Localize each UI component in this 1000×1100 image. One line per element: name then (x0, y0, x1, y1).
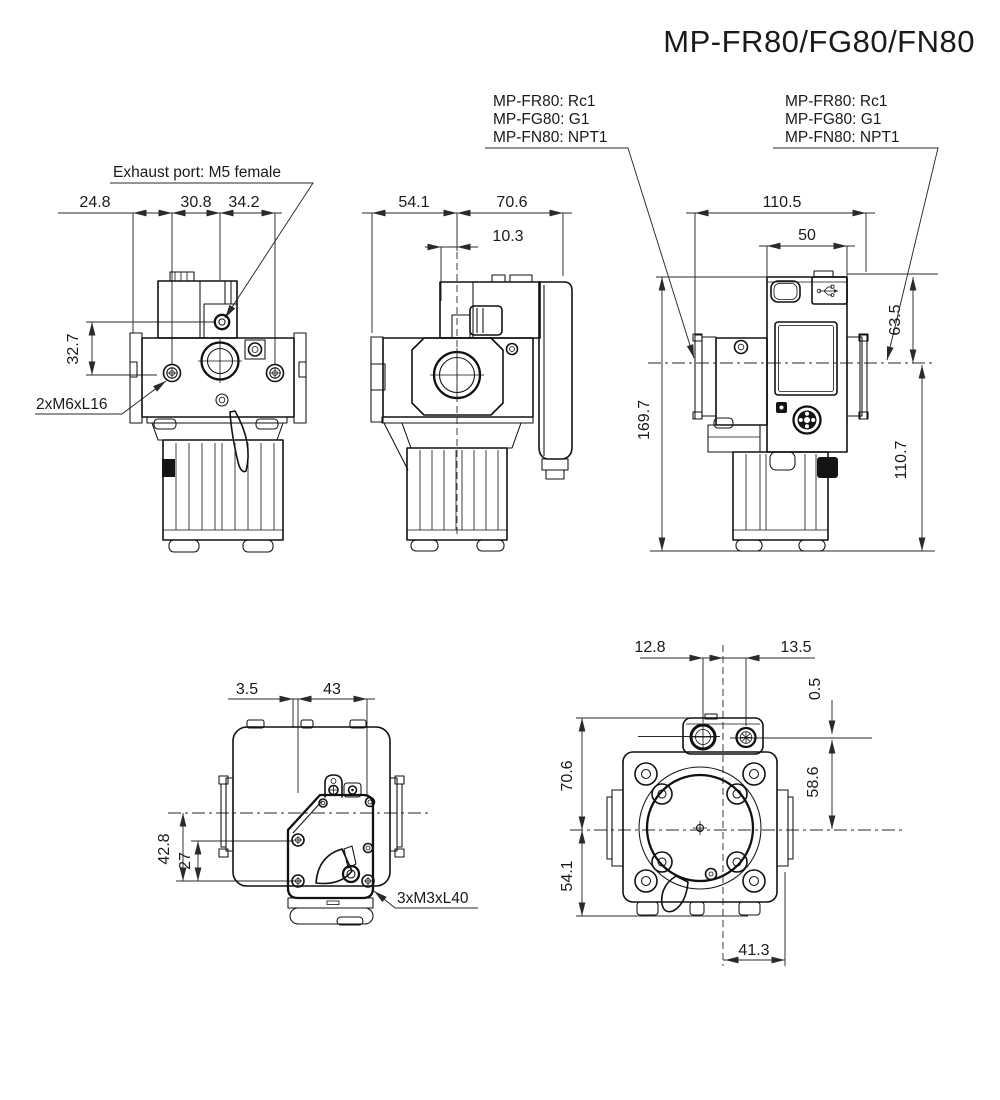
port-spec-callout-right: MP-FR80: Rc1 MP-FG80: G1 MP-FN80: NPT1 (773, 93, 939, 361)
bottom-view-dimensions: 12.8 13.5 0.5 70.6 58.6 54.1 41.3 (559, 639, 905, 966)
dim-bottom-port-rise: 0.5 (807, 678, 824, 700)
front-view (129, 271, 307, 553)
power-connector (792, 405, 822, 435)
port-spec-callout-left: MP-FR80: Rc1 MP-FG80: G1 MP-FN80: NPT1 (485, 93, 698, 359)
dim-top-screw-span: 27 (177, 852, 194, 870)
front-lever (229, 410, 249, 473)
dim-rear-overall-height: 169.7 (636, 400, 653, 440)
dim-rear-body-width: 50 (798, 227, 816, 244)
side-handle (538, 281, 573, 460)
side-view (370, 252, 573, 552)
top-view (218, 719, 405, 926)
dim-bottom-port-offset: 13.5 (780, 639, 811, 656)
inlet-flange-right (859, 334, 868, 420)
dim-front-mid: 30.8 (180, 194, 211, 211)
dim-side-port-offset: 10.3 (492, 228, 523, 245)
cam-wedge (315, 848, 353, 885)
side-view-dimensions: 54.1 70.6 10.3 (362, 194, 572, 333)
port-spec-right-line2: MP-FG80: G1 (785, 111, 881, 128)
carry-handle-hole (770, 280, 801, 303)
rear-view-dimensions: 110.5 50 63.5 169.7 110.7 (636, 194, 938, 552)
dim-side-left: 54.1 (398, 194, 429, 211)
pump-motor-rear (732, 451, 829, 541)
top-mount-thread-label: 3xM3xL40 (397, 890, 469, 907)
dim-rear-top-to-center: 63.5 (887, 304, 904, 335)
port-block (682, 717, 764, 755)
leader-line (773, 147, 939, 361)
bottom-lever (660, 875, 689, 913)
port-spec-right-line1: MP-FR80: Rc1 (785, 93, 888, 110)
exhaust-port-callout: Exhaust port: M5 female (110, 164, 314, 320)
top-view-dimensions: 3.5 43 42.8 27 3xM3xL40 (156, 681, 478, 909)
port-spec-left-line3: MP-FN80: NPT1 (493, 129, 608, 146)
front-mount-screw-right (265, 363, 285, 383)
dim-top-center-to-edge: 42.8 (156, 833, 173, 864)
dim-top-plate-width: 43 (323, 681, 341, 698)
front-view-dimensions: 24.8 30.8 34.2 32.7 2xM6xL16 (35, 194, 282, 415)
pump-motor-side (406, 447, 508, 541)
pump-chamber-cover (645, 773, 755, 883)
gearbox-screws (291, 796, 376, 888)
dim-front-right: 34.2 (228, 194, 259, 211)
usb-icon (816, 284, 838, 297)
front-mount-thread-label: 2xM6xL16 (36, 396, 108, 413)
cover-screws (651, 783, 748, 873)
port-spec-left-line1: MP-FR80: Rc1 (493, 93, 596, 110)
dim-rear-overall-width: 110.5 (763, 194, 802, 211)
page-title: MP-FR80/FG80/FN80 (663, 24, 975, 59)
display-window (774, 321, 838, 396)
dim-front-left: 24.8 (79, 194, 110, 211)
pump-motor-front (162, 439, 284, 541)
rear-view (692, 270, 869, 552)
vacuum-port-bottom (735, 726, 757, 749)
front-mount-screw-left (162, 363, 182, 383)
dim-bottom-exhaust-offset: 12.8 (634, 639, 665, 656)
base-corner-screws (634, 762, 766, 893)
inlet-flange-left (694, 334, 703, 420)
port-spec-left-line2: MP-FG80: G1 (493, 111, 589, 128)
port-spec-right-line3: MP-FN80: NPT1 (785, 129, 900, 146)
dim-side-right: 70.6 (496, 194, 527, 211)
dim-rear-center-to-base: 110.7 (893, 440, 910, 479)
dim-bottom-center-to-base: 54.1 (559, 860, 576, 891)
leader-line (485, 147, 695, 359)
dim-bottom-foot-offset: 41.3 (738, 942, 769, 959)
exhaust-port-label: Exhaust port: M5 female (113, 164, 281, 181)
dim-top-offset: 3.5 (236, 681, 258, 698)
dim-bottom-top-to-center: 70.6 (559, 760, 576, 791)
leader-line (110, 182, 314, 319)
dim-bottom-port-to-center: 58.6 (805, 766, 822, 797)
exhaust-port-m5 (213, 313, 231, 331)
dim-front-vertical: 32.7 (65, 333, 82, 364)
bottom-view (606, 713, 794, 916)
